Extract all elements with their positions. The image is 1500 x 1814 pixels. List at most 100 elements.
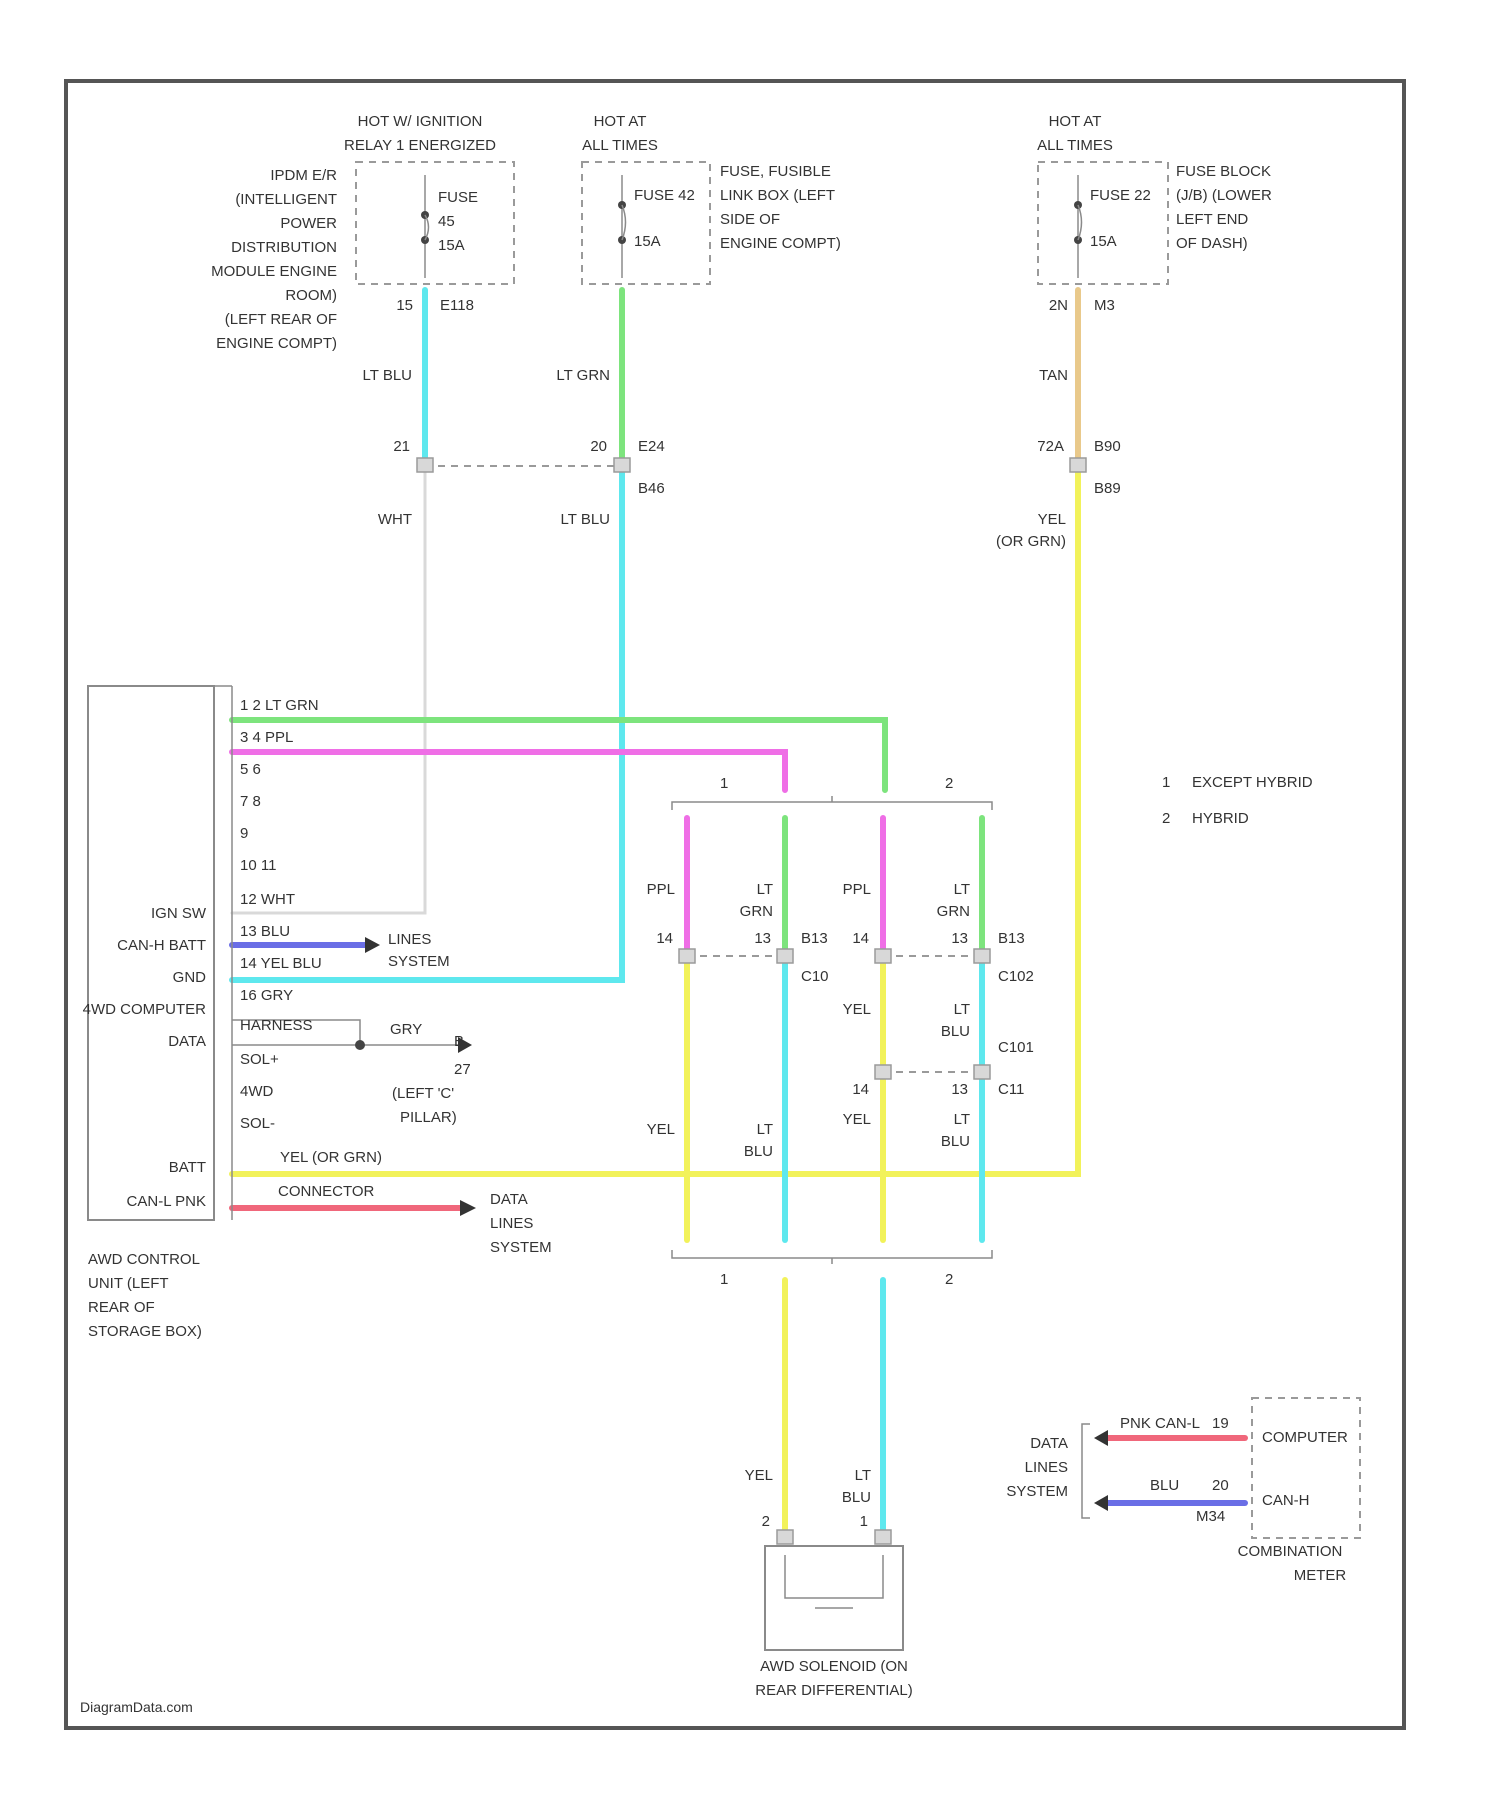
cu-label-solplus: SOL+	[240, 1051, 279, 1068]
wire-label-yel-c102: YEL	[843, 1001, 871, 1018]
wire-label-grn-v1: GRN	[740, 903, 773, 920]
awd-control-unit: 1 2 LT GRN 3 4 PPL 5 6 7 8 9 10 11 12 WH…	[83, 686, 382, 1340]
lines-system-1: LINES	[388, 931, 431, 948]
data-lines-2: LINES	[490, 1215, 533, 1232]
cu-label-canl: CAN-L PNK	[127, 1193, 206, 1210]
connector-label-b90: B90	[1094, 438, 1121, 455]
cu-label-4wdcomputer: 4WD COMPUTER	[83, 1001, 207, 1018]
connector-20	[614, 458, 630, 472]
fusible-label-3: SIDE OF	[720, 211, 780, 228]
connector-label-e24: E24	[638, 438, 665, 455]
wire-label-ppl-v1: PPL	[647, 881, 675, 898]
wire-label-ppl-v2: PPL	[843, 881, 871, 898]
brace-top	[672, 796, 992, 810]
fusible-fuse-1: FUSE 42	[634, 187, 695, 204]
connector-14-c101	[875, 1065, 891, 1079]
solenoid-pin-1-label: 1	[860, 1513, 868, 1530]
ground-label-1: (LEFT 'C'	[392, 1085, 454, 1102]
fuseblock-pin: 2N	[1049, 297, 1068, 314]
brace-top-1: 1	[720, 775, 728, 792]
cu-label-data: DATA	[168, 1033, 206, 1050]
brace-bottom-1: 1	[720, 1271, 728, 1288]
arrow-right-icon	[365, 937, 380, 953]
fuseblock-header-1: HOT AT	[1049, 113, 1102, 130]
solenoid-pin-2	[777, 1530, 793, 1544]
cu-harness: HARNESS	[240, 1017, 313, 1034]
wire-label-grn-v2: GRN	[937, 903, 970, 920]
wire-label-blu-v1b: BLU	[744, 1143, 773, 1160]
cu-label-4wd: 4WD	[240, 1083, 274, 1100]
cu-pin-4: 7 8	[240, 793, 261, 810]
cu-label-ignsw: IGN SW	[151, 905, 207, 922]
wire-label-blu-c102: BLU	[941, 1023, 970, 1040]
ipdm-source: HOT W/ IGNITION RELAY 1 ENERGIZED FUSE 4…	[211, 113, 514, 352]
ipdm-label-5: MODULE ENGINE	[211, 263, 337, 280]
meter-data-lines-3: SYSTEM	[1006, 1483, 1068, 1500]
fuseblock-header-2: ALL TIMES	[1037, 137, 1113, 154]
wire-label-lt-v1b: LT	[757, 1121, 773, 1138]
connector-13-v2	[974, 949, 990, 963]
ground-id: B	[454, 1033, 464, 1050]
meter-bracket	[1082, 1424, 1090, 1518]
legend: 1 EXCEPT HYBRID 2 HYBRID	[1162, 774, 1313, 827]
fusible-label-2: LINK BOX (LEFT	[720, 187, 835, 204]
connector-label-21: 21	[393, 438, 410, 455]
cu-pin-2: 3 4 PPL	[240, 729, 293, 746]
wire-yel-batt	[232, 470, 1078, 1174]
cu-pin-6: 10 11	[240, 857, 276, 874]
connector-label-b13b: B13	[998, 930, 1025, 947]
cu-name-2: UNIT (LEFT	[88, 1275, 169, 1292]
wire-label-or-grn: (OR GRN)	[996, 533, 1066, 550]
legend-text-1: EXCEPT HYBRID	[1192, 774, 1313, 791]
connector-13-c101	[974, 1065, 990, 1079]
meter-computer: COMPUTER	[1262, 1429, 1348, 1446]
connector-label-c102: C102	[998, 968, 1034, 985]
fusible-header-2: ALL TIMES	[582, 137, 658, 154]
fusible-box	[582, 162, 710, 284]
cu-label-solminus: SOL-	[240, 1115, 275, 1132]
gry-label: GRY	[390, 1021, 422, 1038]
combination-meter: DATA LINES SYSTEM PNK CAN-L BLU 19 20 M3…	[1006, 1398, 1360, 1584]
wire-label-blu-sol: BLU	[842, 1489, 871, 1506]
connector-label-13a: 13	[754, 930, 771, 947]
wire-label-lt-v2b: LT	[954, 1111, 970, 1128]
cu-name-1: AWD CONTROL	[88, 1251, 200, 1268]
fusible-label-1: FUSE, FUSIBLE	[720, 163, 831, 180]
legend-text-2: HYBRID	[1192, 810, 1249, 827]
wire-label-lt-v1: LT	[757, 881, 773, 898]
fuseblock-connector: M3	[1094, 297, 1115, 314]
ipdm-fuse-3: 15A	[438, 237, 465, 254]
cu-name-4: STORAGE BOX)	[88, 1323, 202, 1340]
meter-m34: M34	[1196, 1508, 1225, 1525]
fuseblock-label-4: OF DASH)	[1176, 235, 1248, 252]
connector-14-v1	[679, 949, 695, 963]
brace-bottom-2: 2	[945, 1271, 953, 1288]
ipdm-label-4: DISTRIBUTION	[231, 239, 337, 256]
wire-label-yel-sol: YEL	[745, 1467, 773, 1484]
connector-label-13b: 13	[951, 930, 968, 947]
fuseblock-box	[1038, 162, 1168, 284]
cu-pin-5: 9	[240, 825, 248, 842]
ipdm-label-1: IPDM E/R	[270, 167, 337, 184]
wire-label-yel: YEL	[1038, 511, 1066, 528]
ipdm-header-2: RELAY 1 ENERGIZED	[344, 137, 496, 154]
fusible-fuse-2: 15A	[634, 233, 661, 250]
connector-label-c10: C10	[801, 968, 829, 985]
wire-label-tan: TAN	[1039, 367, 1068, 384]
ipdm-pin: 15	[396, 297, 413, 314]
connector-label-c11: C11	[998, 1081, 1024, 1098]
meter-blu-wire: BLU	[1150, 1477, 1179, 1494]
legend-num-1: 1	[1162, 774, 1170, 791]
wire-ppl-pin3	[232, 752, 785, 790]
splice-dot-icon	[355, 1040, 365, 1050]
solenoid-pin-2-label: 2	[762, 1513, 770, 1530]
watermark: DiagramData.com	[80, 1699, 193, 1715]
arrow-right-icon	[460, 1200, 476, 1216]
cu-pin-10: 16 GRY	[240, 987, 293, 1004]
meter-name-2: METER	[1294, 1567, 1347, 1584]
wire-wht	[232, 470, 425, 913]
wire-label-wht: WHT	[378, 511, 412, 528]
connector-label-72a: 72A	[1037, 438, 1064, 455]
connector-label-14a: 14	[656, 930, 673, 947]
arrow-left-icon	[1094, 1430, 1108, 1446]
